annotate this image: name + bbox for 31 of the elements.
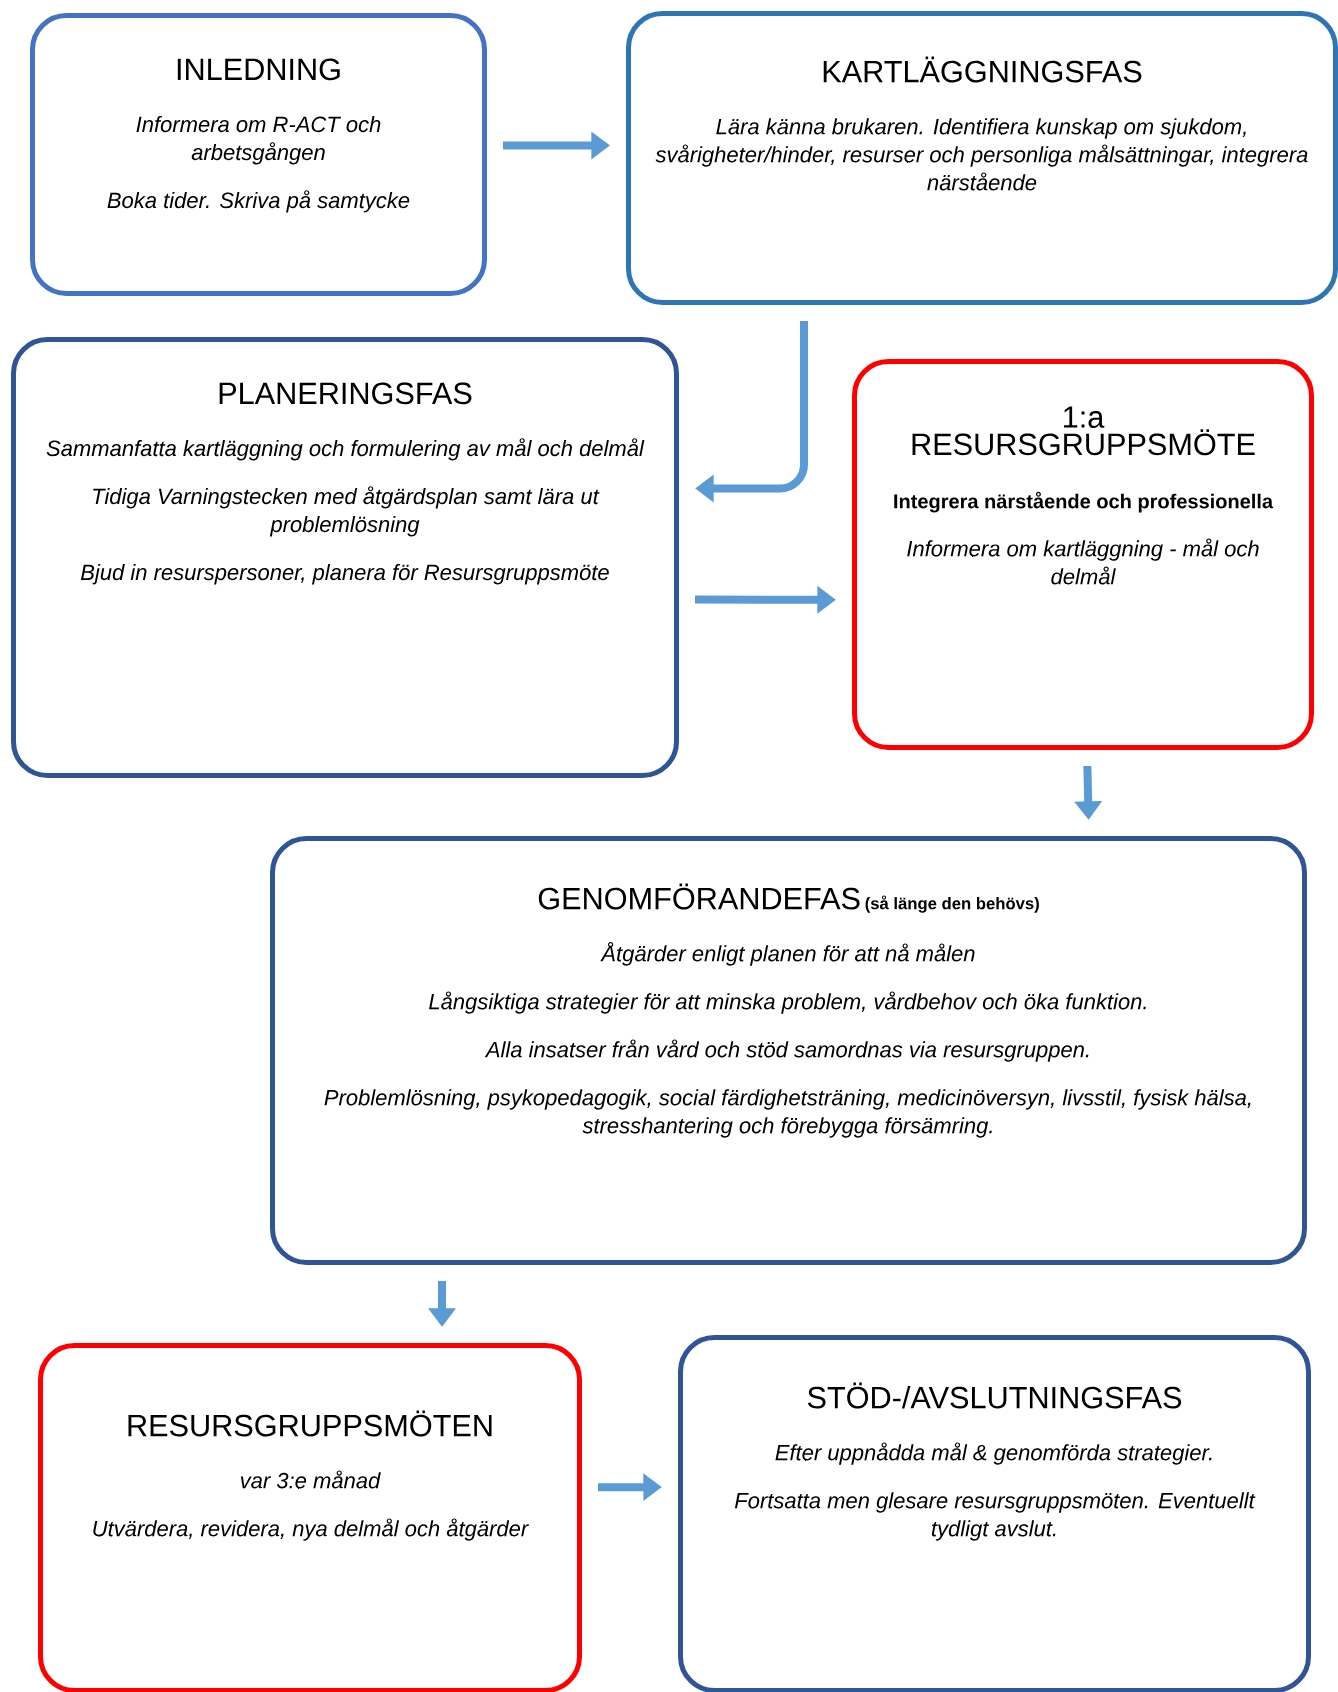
- body-text: Åtgärder enligt planen för att nå målen: [600, 942, 975, 966]
- body-text: Långsiktiga strategier för att minska problem, vårdbehov och öka funktion.: [429, 991, 1146, 1014]
- body-text: Utvärdera, revidera, nya delmål och åtgärder: [93, 1518, 529, 1541]
- body-text: Efter uppnådda mål & genomförda strategier.: [775, 1442, 1212, 1465]
- process-box: [38, 1343, 582, 1692]
- body-text: Alla insatser från vård och stöd samordnas via resursgruppen.: [484, 1039, 1089, 1062]
- heading: GENOMFÖRANDEFAS: [538, 883, 860, 910]
- body-text: Bjud in resurspersoner, planera för Resursgruppsmöte: [80, 564, 609, 585]
- body-text: Informera om R-ACT och arbetsgången: [136, 116, 381, 165]
- body-text: Tidiga Varningstecken med åtgärdsplan samt lära ut problemlösning: [93, 486, 600, 537]
- body-text: Boka tider. Skriva på samtycke: [107, 190, 410, 213]
- process-box: [852, 359, 1314, 750]
- process-box: [270, 836, 1307, 1265]
- heading: KARTLÄGGNINGSFAS: [823, 56, 1142, 83]
- process-box: [30, 13, 487, 296]
- body-text: Informera om kartläggning - mål och delmål: [907, 538, 1259, 585]
- heading: RESURSGRUPPSMÖTEN: [128, 1410, 492, 1437]
- body-text: Lära känna brukaren. Identifiera kunskap om sjukdom, svårigheter/hinder, resurser och personliga målsättningar, integrera närstående: [655, 118, 1308, 191]
- body-text: Fortsatta men glesare resursgruppsmöten. Eventuellt tydligt avslut.: [734, 1492, 1256, 1541]
- heading: INLEDNING: [177, 58, 340, 81]
- heading: PLANERINGSFAS: [219, 382, 472, 405]
- process-box: [626, 11, 1338, 305]
- process-box: [11, 337, 679, 778]
- body-text: var 3:e månad: [240, 1470, 381, 1489]
- process-box: [678, 1335, 1311, 1692]
- body-text: Sammanfatta kartläggning och formulering av mål och delmål: [46, 438, 645, 461]
- body-text: Integrera närstående och professionella: [894, 491, 1274, 513]
- heading: 1:a RESURSGRUPPSMÖTE: [912, 406, 1255, 456]
- body-text: Problemlösning, psykopedagogik, social färdighetsträning, medicinöversyn, livsstil, fysisk hälsa, stresshantering och förebygga försämring.: [324, 1089, 1251, 1138]
- heading-note: (så länge den behövs): [865, 895, 1039, 913]
- heading: STÖD-/AVSLUTNINGSFAS: [807, 1382, 1182, 1409]
